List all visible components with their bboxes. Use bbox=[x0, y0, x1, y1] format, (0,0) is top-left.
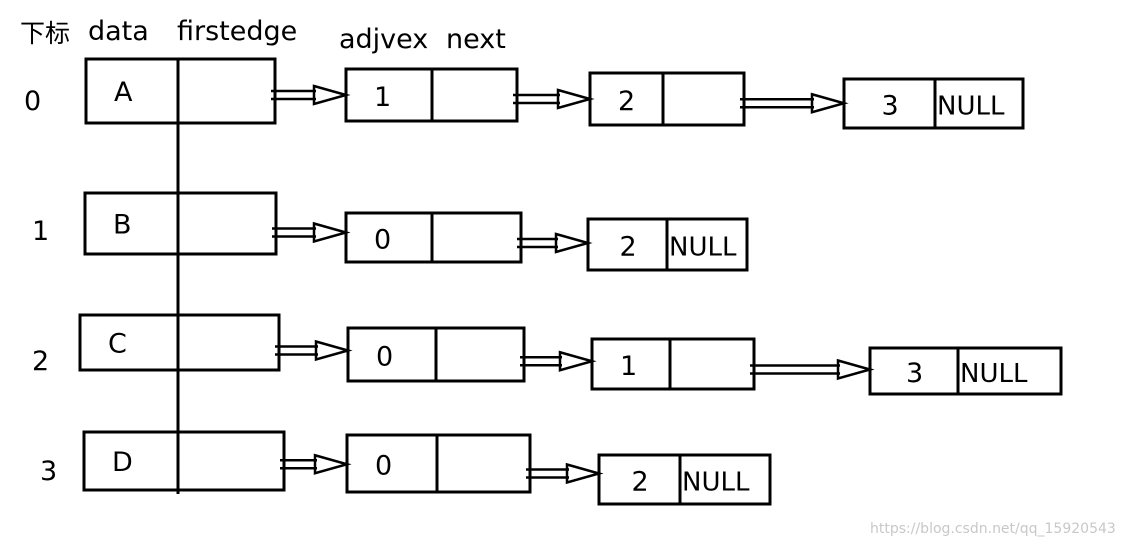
pointer-arrow bbox=[513, 88, 595, 110]
vertex-index: 2 bbox=[32, 346, 49, 377]
edge-node: 1 bbox=[590, 337, 756, 391]
edge-next-null: NULL bbox=[960, 359, 1028, 389]
edge-adjvex: 1 bbox=[620, 351, 637, 382]
edge-node: 2 NULL bbox=[597, 453, 772, 506]
vertex-index: 0 bbox=[24, 86, 41, 117]
edge-node: 0 bbox=[344, 211, 523, 264]
pointer-arrow bbox=[526, 462, 604, 485]
edge-adjvex: 3 bbox=[882, 91, 899, 122]
header-index: 下标 bbox=[20, 19, 70, 48]
vertex-data: B bbox=[113, 210, 132, 241]
edge-adjvex: 2 bbox=[620, 232, 637, 263]
edge-node: 1 bbox=[344, 67, 519, 123]
edge-adjvex: 3 bbox=[906, 358, 923, 389]
edge-next-null: NULL bbox=[937, 92, 1005, 122]
edge-node: 3 NULL bbox=[868, 346, 1063, 396]
vertex-data: D bbox=[112, 447, 133, 478]
edge-node: 0 bbox=[346, 326, 526, 383]
pointer-arrow bbox=[740, 92, 849, 114]
vertex-index: 3 bbox=[40, 456, 57, 487]
vertex-row-d: 3 D 0 2 NULL bbox=[40, 430, 772, 506]
edge-next-null: NULL bbox=[682, 468, 750, 498]
pointer-arrow bbox=[272, 221, 351, 244]
vertex-data: C bbox=[108, 329, 127, 360]
header-adjvex: adjvex bbox=[339, 24, 428, 55]
vertex-node bbox=[78, 313, 281, 372]
vertex-row-b: 1 B 0 2 NULL bbox=[32, 191, 749, 272]
vertex-node bbox=[83, 191, 278, 256]
edge-node-box bbox=[868, 346, 1063, 396]
edge-adjvex: 1 bbox=[374, 82, 391, 113]
vertex-row-a: 0 A 1 2 3 NULL bbox=[24, 57, 1025, 130]
edge-node: 0 bbox=[345, 433, 532, 494]
vertex-row-c: 2 C 0 1 3 NULL bbox=[32, 313, 1063, 396]
pointer-arrow bbox=[280, 453, 352, 475]
pointer-arrow bbox=[271, 84, 351, 106]
pointer-arrow bbox=[275, 339, 353, 362]
edge-node-box bbox=[590, 337, 756, 391]
edge-node: 3 NULL bbox=[842, 77, 1025, 130]
pointer-arrow bbox=[520, 350, 597, 372]
edge-adjvex: 2 bbox=[618, 86, 635, 117]
vertex-data: A bbox=[114, 77, 133, 108]
edge-adjvex: 0 bbox=[374, 225, 391, 256]
pointer-arrow bbox=[517, 232, 593, 254]
header-next: next bbox=[446, 24, 506, 55]
edge-next-null: NULL bbox=[669, 233, 737, 263]
edge-node-box bbox=[597, 453, 772, 506]
edge-adjvex: 2 bbox=[632, 467, 649, 498]
edge-node-box bbox=[588, 71, 746, 127]
edge-adjvex: 0 bbox=[375, 451, 392, 482]
pointer-arrow bbox=[750, 358, 875, 381]
header-data: data bbox=[88, 16, 149, 47]
edge-node: 2 bbox=[588, 71, 746, 127]
edge-adjvex: 0 bbox=[376, 342, 393, 373]
header-firstedge: firstedge bbox=[177, 16, 297, 47]
watermark: https://blog.csdn.net/qq_15920543 bbox=[870, 521, 1116, 537]
edge-node: 2 NULL bbox=[586, 217, 749, 272]
vertex-index: 1 bbox=[32, 216, 49, 247]
